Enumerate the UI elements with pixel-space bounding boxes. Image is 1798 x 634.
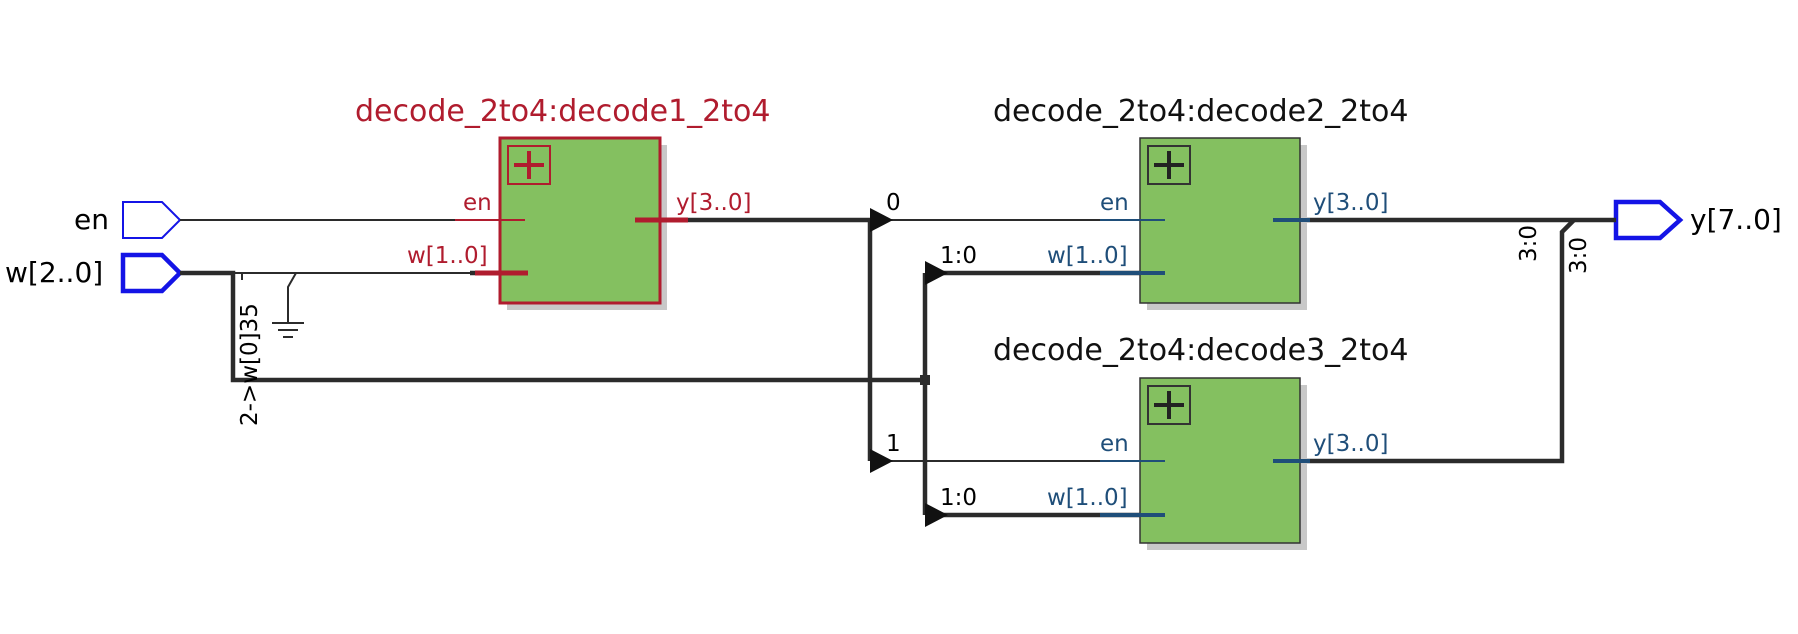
plus-box-icon[interactable] <box>1147 385 1191 425</box>
label-slice-w-top: 1:0 <box>940 243 977 269</box>
triangle-arrow-icon <box>870 208 893 232</box>
triangle-arrow-icon <box>925 261 948 285</box>
input-port-icon <box>122 201 182 239</box>
port-w-label: w[1..0] <box>1047 485 1128 511</box>
label-slice-y-a: 3:0 <box>1516 225 1542 262</box>
port-en-label: en <box>1100 190 1129 216</box>
port-y-label: y[3..0] <box>676 190 751 216</box>
plus-box-icon[interactable] <box>507 145 551 185</box>
block-decode2[interactable]: decode_2to4:decode2_2to4 en w[1..0] y[3.… <box>993 94 1408 310</box>
output-y-label: y[7..0] <box>1690 203 1782 236</box>
wire-decode3-y <box>1270 218 1576 464</box>
ground-icon <box>272 272 304 338</box>
block-decode3[interactable]: decode_2to4:decode3_2to4 en w[1..0] y[3.… <box>993 333 1408 550</box>
output-port-icon <box>1613 199 1684 241</box>
block-title: decode_2to4:decode1_2to4 <box>355 94 770 129</box>
port-y-label: y[3..0] <box>1313 431 1388 457</box>
port-en-label: en <box>1100 431 1129 457</box>
input-en-label: en <box>74 203 109 236</box>
input-en[interactable]: en <box>74 201 182 239</box>
label-slice-y-b: 3:0 <box>1566 237 1592 274</box>
block-decode1[interactable]: decode_2to4:decode1_2to4 en w[1..0] y[3.… <box>355 94 770 310</box>
block-title: decode_2to4:decode3_2to4 <box>993 333 1408 368</box>
wire-w-bus <box>180 270 925 383</box>
input-w[interactable]: w[2..0] <box>5 252 184 294</box>
plus-box-icon[interactable] <box>1147 145 1191 185</box>
port-en-label: en <box>463 190 492 216</box>
port-w-label: w[1..0] <box>407 243 488 269</box>
label-bit0: 0 <box>886 190 901 216</box>
triangle-arrow-icon <box>870 449 893 473</box>
label-split-w2: 2->w[0]35 <box>237 303 263 426</box>
port-w-label: w[1..0] <box>1047 243 1128 269</box>
input-port-icon <box>120 252 184 294</box>
triangle-arrow-icon <box>925 503 948 527</box>
label-slice-w-bottom: 1:0 <box>940 485 977 511</box>
label-bit1: 1 <box>886 431 901 457</box>
block-title: decode_2to4:decode2_2to4 <box>993 94 1408 129</box>
input-w-label: w[2..0] <box>5 256 103 289</box>
port-y-label: y[3..0] <box>1313 190 1388 216</box>
output-y[interactable]: y[7..0] <box>1613 199 1782 241</box>
